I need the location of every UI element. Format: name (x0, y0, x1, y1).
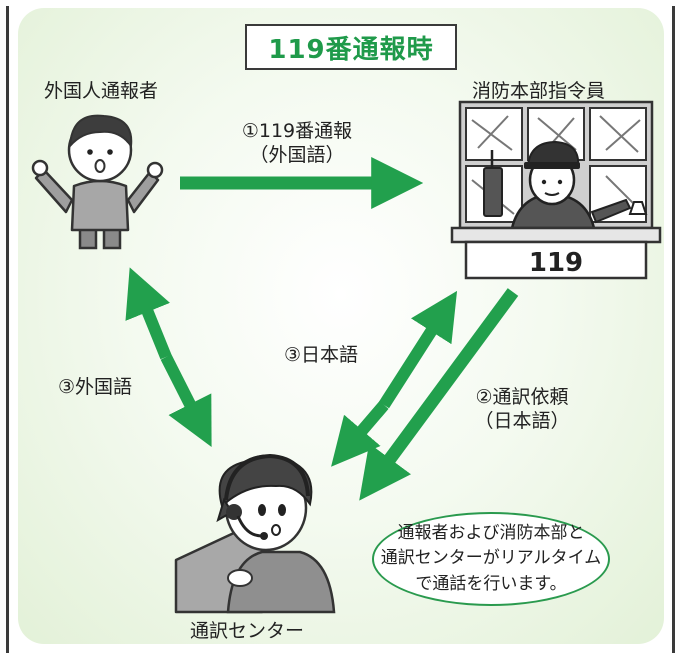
call-arrow-label: ①119番通報 （外国語） (218, 120, 376, 168)
japanese-arrow-label: ③日本語 (284, 344, 359, 366)
dispatcher-label: 消防本部指令員 (472, 80, 606, 102)
explanation-bubble: 通報者および消防本部と 通訳センターがリアルタイム で通話を行います。 (372, 512, 610, 606)
console-number: 119 (529, 248, 583, 278)
dispatcher-illustration: 119 (450, 100, 662, 280)
bubble-line: 通訳センターがリアルタイム (380, 548, 602, 569)
interpreter-label: 通訳センター (190, 620, 305, 642)
diagram-title: 119番通報時 (245, 24, 457, 70)
arrow-foreign-up (125, 267, 172, 360)
outer-frame (6, 6, 675, 653)
bubble-line: 通報者および消防本部と (397, 522, 585, 543)
foreigner-label: 外国人通報者 (44, 80, 159, 102)
interpreter-illustration (174, 453, 336, 614)
arrows (125, 157, 519, 501)
call-arrow-label-line1: ①119番通報 (241, 120, 353, 142)
arrow-japanese-up (378, 290, 458, 409)
arrow-request (359, 288, 519, 501)
request-arrow-label-line2: （日本語） (474, 409, 570, 432)
arrow-japanese-down (331, 401, 389, 467)
caller-illustration (31, 114, 164, 250)
bubble-line: で通話を行います。 (415, 573, 567, 594)
foreign-arrow-label: ③外国語 (58, 376, 133, 398)
call-arrow-label-line2: （外国語） (249, 143, 345, 166)
arrow-foreign-down (160, 354, 212, 447)
request-arrow-label-line1: ②通訳依頼 (475, 386, 569, 408)
request-arrow-label: ②通訳依頼 （日本語） (452, 386, 592, 434)
